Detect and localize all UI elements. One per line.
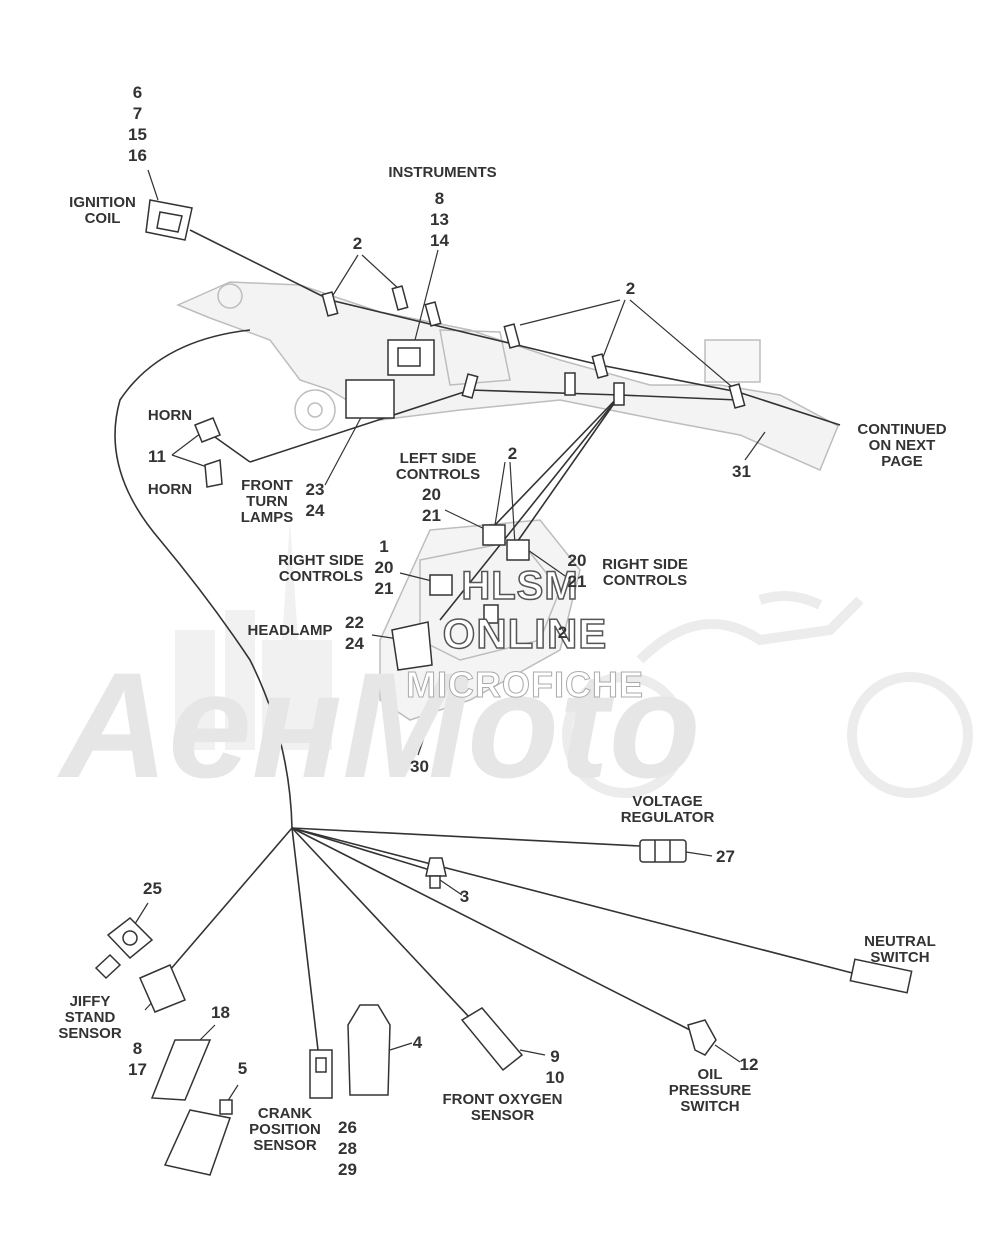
callout-oil-pressure: 12 bbox=[739, 1055, 759, 1074]
wiring-harness bbox=[114, 229, 861, 1051]
part-18-connector bbox=[150, 1039, 212, 1101]
clip-3-fastener bbox=[425, 857, 447, 889]
callout-voltage-regulator: 27 bbox=[716, 847, 735, 866]
label-jiffy-stand-sensor: JIFFY STAND SENSOR bbox=[58, 993, 122, 1042]
label-crank-position-sensor: CRANK POSITION SENSOR bbox=[249, 1105, 321, 1154]
callout-horn: 11 bbox=[148, 447, 166, 466]
callout-right-controls-clip: 2 bbox=[557, 623, 568, 642]
label-front-oxygen-sensor: FRONT OXYGEN SENSOR bbox=[442, 1091, 563, 1124]
callout-jiffy-connector: 8 17 bbox=[128, 1039, 147, 1079]
headlamp-connector bbox=[391, 621, 433, 671]
watermark-brand: AeнMoto bbox=[60, 641, 701, 809]
callout-part-4: 4 bbox=[412, 1033, 423, 1052]
callout-headlamp: 22 24 bbox=[345, 613, 364, 653]
watermark-line-3: MICROFICHE bbox=[406, 664, 644, 705]
label-right-side-controls-right: RIGHT SIDE CONTROLS bbox=[602, 556, 688, 589]
callout-jiffy-stand: 25 bbox=[143, 879, 162, 898]
label-instruments: INSTRUMENTS bbox=[388, 164, 497, 181]
callout-part-5: 5 bbox=[237, 1059, 248, 1078]
callout-instruments: 8 13 14 bbox=[430, 189, 449, 250]
crank-sensor-connector bbox=[309, 1049, 333, 1099]
part-5-bottle bbox=[163, 1099, 233, 1176]
jiffy-connector bbox=[139, 964, 186, 1013]
label-horn-top: HORN bbox=[147, 407, 193, 424]
label-horn-bottom: HORN bbox=[147, 481, 193, 498]
label-left-side-controls: LEFT SIDE CONTROLS bbox=[395, 450, 481, 483]
callout-clip-left: 2 bbox=[352, 234, 363, 253]
label-continued: CONTINUED ON NEXT PAGE bbox=[857, 421, 947, 470]
label-neutral-switch: NEUTRAL SWITCH bbox=[864, 933, 936, 966]
left-controls-connectors bbox=[482, 524, 530, 561]
watermark-line-2: ONLINE bbox=[442, 610, 608, 657]
callout-ignition-coil: 6 7 15 16 bbox=[128, 83, 147, 165]
callout-harness: 31 bbox=[732, 462, 751, 481]
part-4-bottle bbox=[347, 1004, 391, 1096]
callout-oxygen: 9 10 bbox=[545, 1047, 565, 1087]
label-voltage-regulator: VOLTAGE REGULATOR bbox=[620, 793, 715, 826]
label-right-side-controls-left: RIGHT SIDE CONTROLS bbox=[278, 552, 364, 585]
frame-outline bbox=[176, 281, 839, 471]
ignition-coil-connector bbox=[145, 199, 193, 241]
neutral-switch-connector bbox=[849, 958, 913, 994]
label-front-turn-lamps: FRONT TURN LAMPS bbox=[240, 477, 294, 526]
callout-right-controls-right: 20 21 bbox=[567, 551, 587, 591]
oxygen-sensor-connector bbox=[460, 1007, 524, 1072]
label-headlamp: HEADLAMP bbox=[247, 622, 333, 639]
voltage-regulator-connector bbox=[639, 839, 687, 863]
right-controls-connectors bbox=[429, 574, 499, 624]
callout-turn-lamps: 23 24 bbox=[305, 480, 325, 520]
callout-clip-right: 2 bbox=[625, 279, 636, 298]
turn-lamp-connector bbox=[345, 379, 395, 419]
watermark-motorcycle bbox=[562, 591, 973, 798]
label-oil-pressure-switch: OIL PRESSURE SWITCH bbox=[668, 1066, 752, 1115]
callout-crank: 26 28 29 bbox=[338, 1118, 357, 1179]
oil-pressure-connector bbox=[687, 1019, 717, 1056]
callout-nacelle: 30 bbox=[410, 757, 429, 776]
callout-left-controls-clip: 2 bbox=[507, 444, 518, 463]
callout-part-18: 18 bbox=[211, 1003, 230, 1022]
callout-clip-3: 3 bbox=[459, 887, 470, 906]
callout-right-controls-left: 1 20 21 bbox=[374, 537, 394, 598]
label-ignition-coil: IGNITION COIL bbox=[69, 194, 136, 227]
watermark-line-1: HLSM bbox=[461, 564, 579, 608]
callout-left-controls: 20 21 bbox=[422, 485, 441, 525]
instruments-connector bbox=[387, 339, 435, 376]
jiffy-stand-sensor bbox=[94, 917, 154, 980]
horn-connectors bbox=[194, 417, 223, 488]
watermark-city-silhouette bbox=[175, 520, 332, 750]
leader-lines bbox=[127, 169, 766, 1111]
clip-fasteners bbox=[321, 285, 746, 409]
